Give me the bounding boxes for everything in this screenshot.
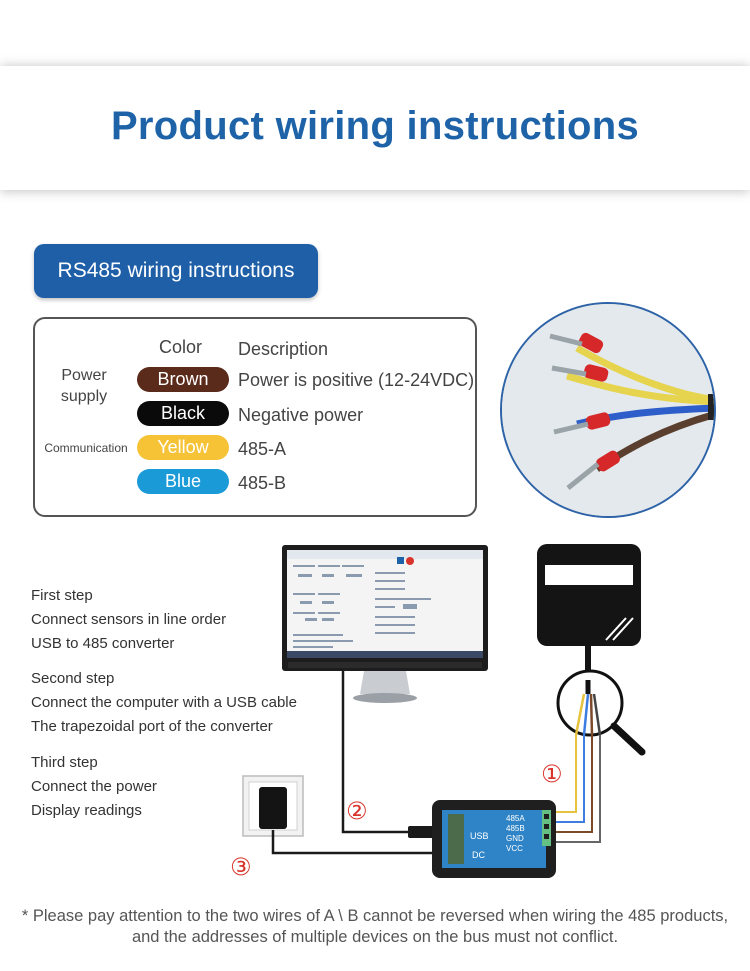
usb-485-converter-icon: USB DC 485A 485B GND VCC bbox=[432, 800, 556, 878]
step-1: First step Connect sensors in line order… bbox=[31, 584, 226, 656]
magnifier-icon bbox=[556, 669, 646, 756]
step-3: Third step Connect the power Display rea… bbox=[31, 751, 157, 823]
step-1-title: First step bbox=[31, 587, 93, 604]
step-2-title: Second step bbox=[31, 670, 115, 687]
power-adapter-icon bbox=[242, 775, 304, 837]
converter-pin-gnd: GND bbox=[506, 834, 524, 843]
section-label: RS485 wiring instructions bbox=[34, 244, 318, 298]
wire-swatch-black: Black bbox=[137, 401, 229, 426]
wire-swatch-yellow: Yellow bbox=[137, 435, 229, 460]
wire-swatch-blue: Blue bbox=[137, 469, 229, 494]
group-label-power-supply: Power supply bbox=[60, 367, 108, 405]
step-1-line-2: USB to 485 converter bbox=[31, 635, 175, 652]
column-header-description: Description bbox=[238, 339, 329, 359]
converter-pin-485a: 485A bbox=[506, 814, 525, 823]
wire-description-brown: Power is positive (12-24VDC) bbox=[238, 370, 475, 390]
step-2-line-2: The trapezoidal port of the converter bbox=[31, 718, 273, 735]
sensor-cables bbox=[549, 735, 601, 843]
wire-photo bbox=[500, 302, 716, 518]
wire-photo-illustration bbox=[502, 304, 714, 516]
wire-swatch-brown: Brown bbox=[137, 367, 229, 392]
step-2: Second step Connect the computer with a … bbox=[31, 667, 297, 739]
sensor-device-icon bbox=[537, 544, 641, 680]
step-1-line-1: Connect sensors in line order bbox=[31, 611, 227, 628]
header-band bbox=[0, 66, 750, 190]
step-3-line-2: Display readings bbox=[31, 802, 142, 819]
converter-dc-label: DC bbox=[472, 850, 485, 860]
step-marker-2: ② bbox=[346, 797, 368, 825]
step-3-line-1: Connect the power bbox=[31, 778, 157, 795]
wire-description-black: Negative power bbox=[238, 405, 364, 425]
power-cable bbox=[271, 830, 443, 855]
step-marker-3: ③ bbox=[230, 853, 252, 881]
wire-description-yellow: 485-A bbox=[238, 439, 287, 459]
step-marker-1: ① bbox=[541, 760, 563, 788]
wire-description-blue: 485-B bbox=[238, 473, 287, 493]
converter-pin-485b: 485B bbox=[506, 824, 525, 833]
step-2-line-1: Connect the computer with a USB cable bbox=[31, 694, 297, 711]
wiring-footnote: * Please pay attention to the two wires … bbox=[21, 907, 729, 946]
step-3-title: Third step bbox=[31, 754, 98, 771]
converter-pin-vcc: VCC bbox=[506, 844, 523, 853]
page-title: Product wiring instructions bbox=[110, 104, 640, 148]
wire-color-table: Color Description Power supply Communica… bbox=[33, 317, 477, 517]
converter-usb-label: USB bbox=[470, 831, 489, 841]
computer-monitor-icon bbox=[282, 545, 488, 703]
column-header-color: Color bbox=[159, 337, 203, 357]
group-label-communication: Communication bbox=[44, 441, 128, 455]
step-markers: ① ② ③ bbox=[230, 760, 563, 881]
